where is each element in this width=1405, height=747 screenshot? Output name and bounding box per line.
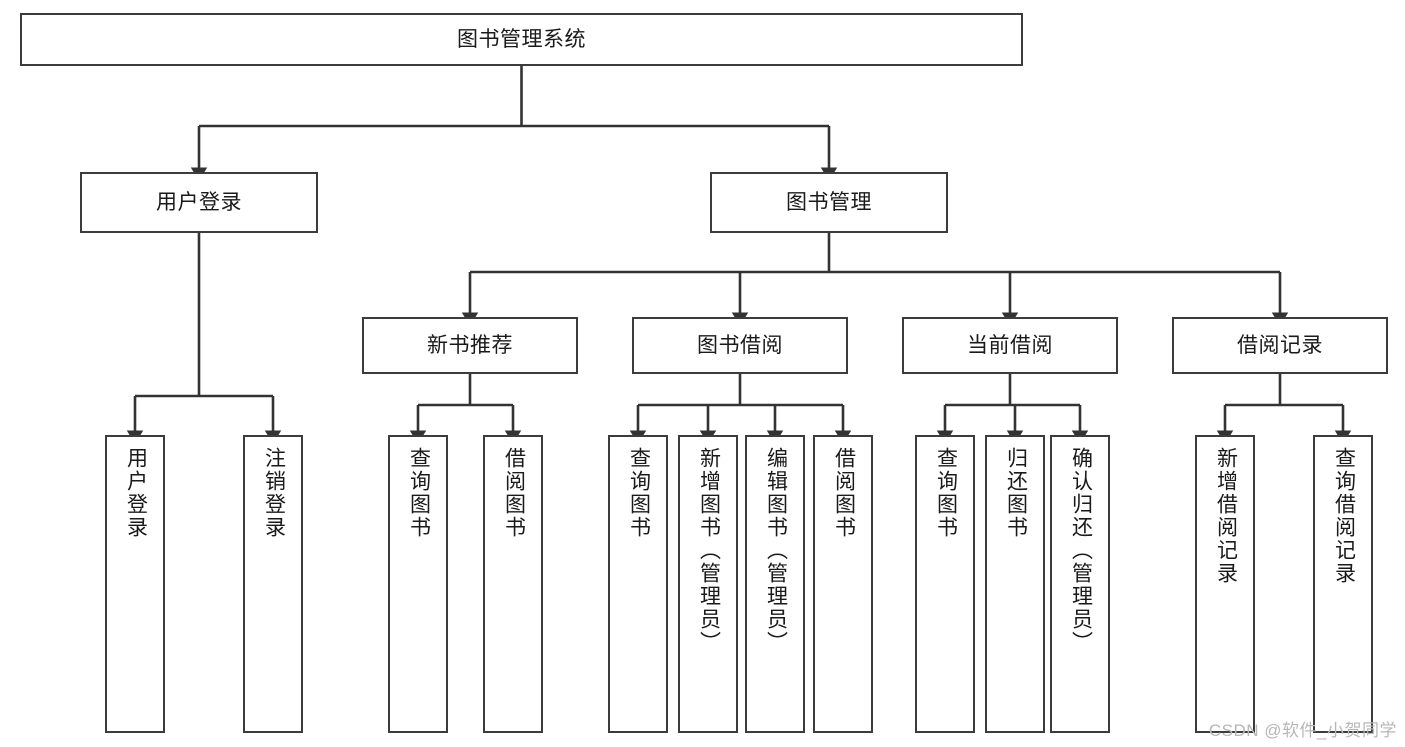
node-new-book-rec[interactable]: 新书推荐 [362,317,578,374]
node-label: 注销登录 [262,447,286,539]
node-label: 用户登录 [156,190,242,214]
node-leaf-user-login[interactable]: 用户登录 [105,435,165,733]
node-label: 新书推荐 [427,333,513,357]
node-leaf-br-query[interactable]: 查询借阅记录 [1313,435,1373,733]
node-label: 查询借阅记录 [1332,447,1356,585]
node-leaf-cb-confirm[interactable]: 确认归还（管理员） [1050,435,1110,733]
node-user-login[interactable]: 用户登录 [80,172,318,233]
node-label: 编辑图书（管理员） [764,447,788,654]
node-label: 确认归还（管理员） [1069,447,1093,654]
node-label: 当前借阅 [967,333,1053,357]
node-leaf-bb-borrow[interactable]: 借阅图书 [813,435,873,733]
node-label: 查询图书 [934,447,958,539]
connector-group [126,66,1352,444]
node-label: 新增借阅记录 [1214,447,1238,585]
node-label: 借阅图书 [502,447,526,539]
node-leaf-br-add[interactable]: 新增借阅记录 [1195,435,1255,733]
node-current-borrow[interactable]: 当前借阅 [902,317,1118,374]
node-label: 归还图书 [1004,447,1028,539]
node-label: 图书管理 [786,190,872,214]
node-leaf-bb-query[interactable]: 查询图书 [608,435,668,733]
watermark: CSDN @软件_小贺同学 [1208,721,1397,740]
node-label: 用户登录 [124,447,148,539]
node-leaf-user-logout[interactable]: 注销登录 [243,435,303,733]
node-leaf-rec-borrow[interactable]: 借阅图书 [483,435,543,733]
node-leaf-bb-add[interactable]: 新增图书（管理员） [678,435,738,733]
node-label: 借阅记录 [1237,333,1323,357]
node-borrow-record[interactable]: 借阅记录 [1172,317,1388,374]
node-book-borrow[interactable]: 图书借阅 [632,317,848,374]
node-root[interactable]: 图书管理系统 [20,13,1023,66]
node-label: 借阅图书 [832,447,856,539]
node-label: 图书借阅 [697,333,783,357]
node-label: 查询图书 [627,447,651,539]
node-label: 新增图书（管理员） [697,447,721,654]
node-book-manage[interactable]: 图书管理 [710,172,948,233]
node-leaf-rec-query[interactable]: 查询图书 [388,435,448,733]
node-leaf-cb-return[interactable]: 归还图书 [985,435,1045,733]
node-label: 查询图书 [407,447,431,539]
node-label: 图书管理系统 [457,27,586,51]
node-leaf-cb-query[interactable]: 查询图书 [915,435,975,733]
node-leaf-bb-edit[interactable]: 编辑图书（管理员） [745,435,805,733]
